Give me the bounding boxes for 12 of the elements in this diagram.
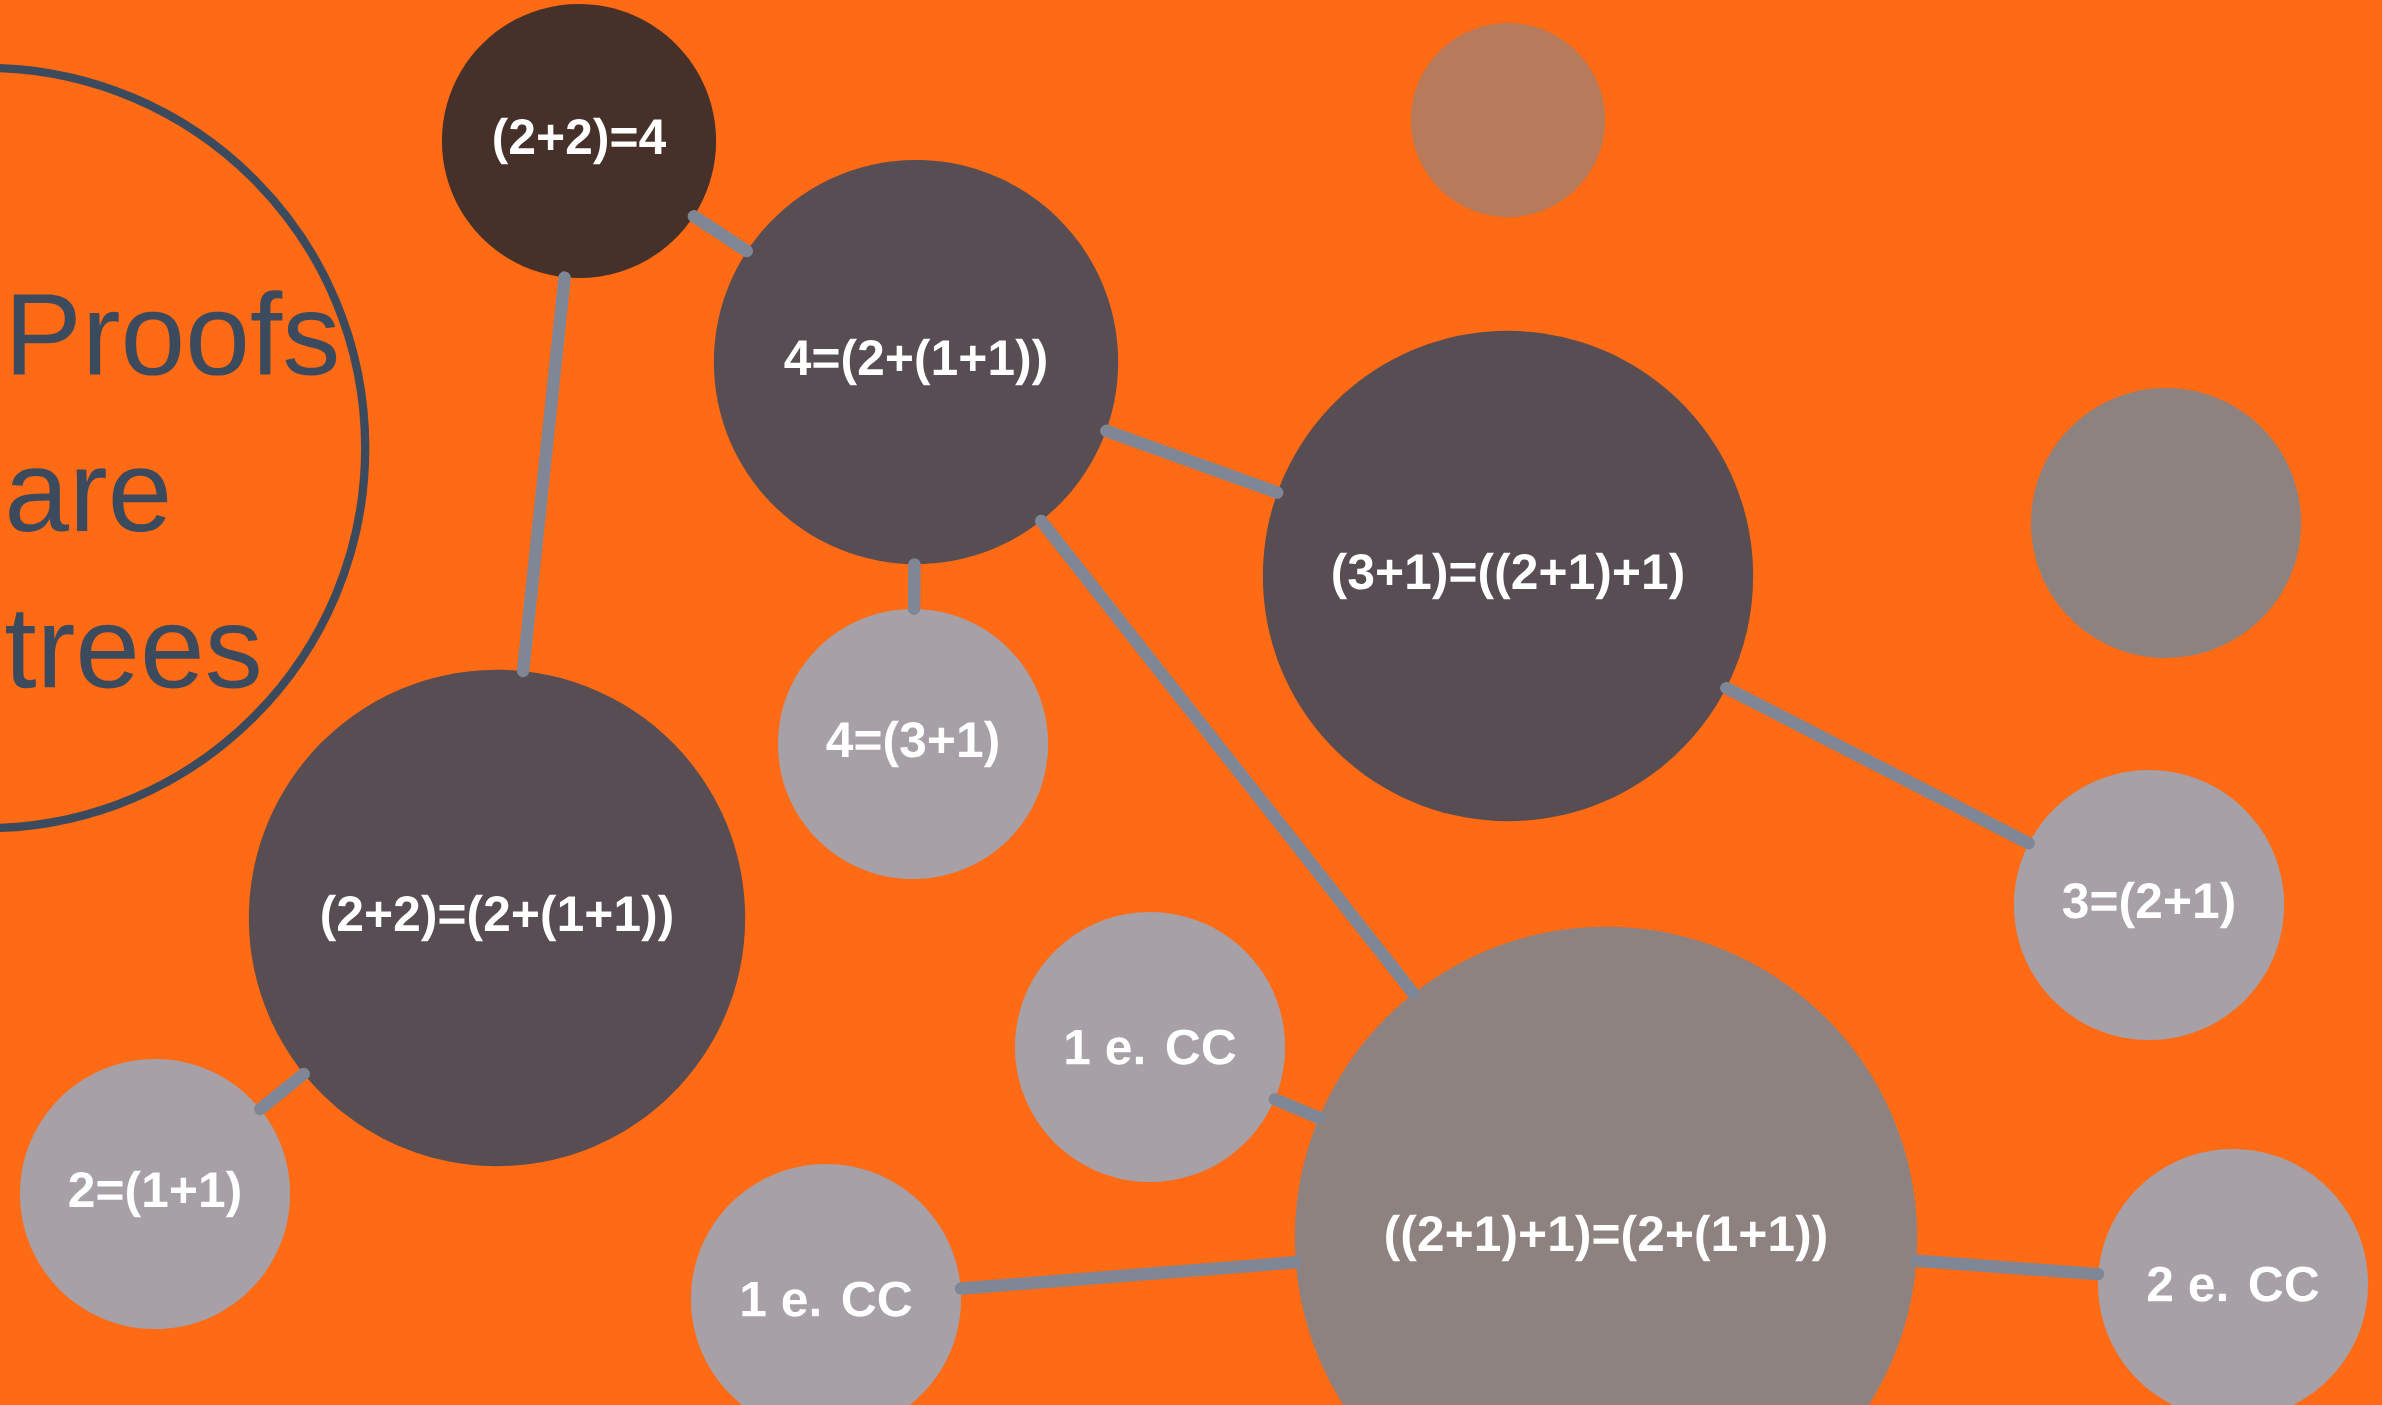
connector-line bbox=[1100, 424, 1284, 499]
connector-line bbox=[516, 271, 571, 678]
connector-line bbox=[907, 558, 921, 615]
connector-line bbox=[1720, 681, 2035, 850]
empty-circle bbox=[1410, 22, 1606, 218]
empty-circle bbox=[2030, 387, 2302, 659]
connector-line bbox=[1268, 1093, 1325, 1124]
connector-line bbox=[954, 1256, 1302, 1295]
connector-line bbox=[1910, 1254, 2105, 1281]
connector-line bbox=[254, 1067, 310, 1116]
connector-line bbox=[1035, 514, 1420, 1000]
connector-line bbox=[687, 210, 753, 258]
